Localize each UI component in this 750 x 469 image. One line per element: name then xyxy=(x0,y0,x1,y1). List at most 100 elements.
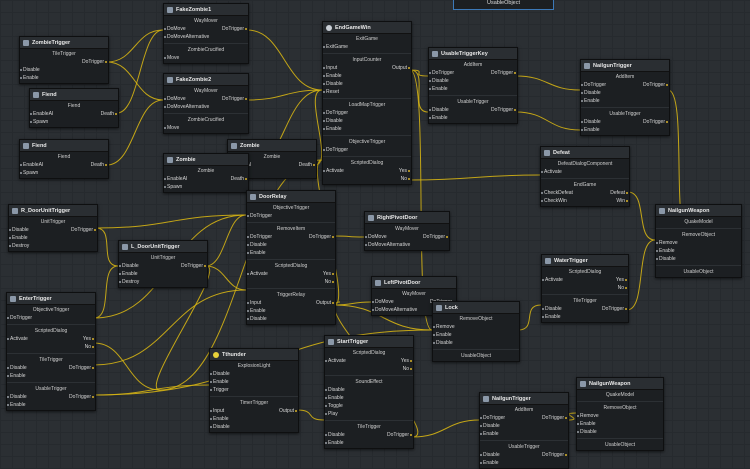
input-port[interactable]: Activate xyxy=(323,168,344,174)
input-port[interactable]: Enable xyxy=(323,126,342,132)
input-port[interactable]: Trigger xyxy=(210,387,229,393)
output-port[interactable]: DoTrigger xyxy=(308,234,335,240)
node-header[interactable]: NailgunTrigger xyxy=(581,60,669,72)
node-header[interactable]: Defeat xyxy=(541,147,629,159)
input-port[interactable]: Toggle xyxy=(325,403,343,409)
input-port[interactable]: Destroy xyxy=(8,243,30,249)
output-port[interactable]: DoTrigger xyxy=(642,82,669,88)
input-port[interactable]: Disable xyxy=(9,227,29,233)
input-port[interactable]: Disable xyxy=(429,107,449,113)
output-port[interactable]: DoTrigger xyxy=(422,234,449,240)
node-header[interactable]: StartTrigger xyxy=(325,336,413,348)
input-port[interactable]: Disable xyxy=(7,365,27,371)
input-port[interactable]: Disable xyxy=(20,67,40,73)
node-header[interactable]: Tthunder xyxy=(210,349,298,361)
input-port[interactable]: Enable xyxy=(247,308,266,314)
input-port[interactable]: Enable xyxy=(433,332,452,338)
input-port[interactable]: Disable xyxy=(429,78,449,84)
input-port[interactable]: Disable xyxy=(7,394,27,400)
input-port[interactable]: DoTrigger xyxy=(246,234,273,240)
output-port[interactable]: Yes xyxy=(82,336,95,342)
input-port[interactable]: Activate xyxy=(542,277,563,283)
input-port[interactable]: DoMoveAlternative xyxy=(163,34,210,40)
output-port[interactable]: Death xyxy=(298,162,316,168)
output-port[interactable]: No xyxy=(324,279,335,285)
input-port[interactable]: DoMove xyxy=(365,234,387,240)
node-header[interactable]: FakeZombie2 xyxy=(164,74,248,86)
input-port[interactable]: Activate xyxy=(247,271,268,277)
node-header[interactable]: UsableTriggerKey xyxy=(429,48,517,60)
input-port[interactable]: DoTrigger xyxy=(322,147,349,153)
input-port[interactable]: Remove xyxy=(577,413,599,419)
input-port[interactable]: Enable xyxy=(210,416,229,422)
input-port[interactable]: Enable xyxy=(7,402,26,408)
node-header[interactable]: LeftPivotDoor xyxy=(372,277,456,289)
output-port[interactable]: Output xyxy=(278,408,298,414)
output-port[interactable]: Death xyxy=(230,176,248,182)
input-port[interactable]: Enable xyxy=(7,373,26,379)
input-port[interactable]: Enable xyxy=(20,75,39,81)
input-port[interactable]: DoMoveAlternative xyxy=(371,307,418,313)
input-port[interactable]: Disable xyxy=(247,316,267,322)
input-port[interactable]: Activate xyxy=(7,336,28,342)
input-port[interactable]: Spawn xyxy=(29,119,49,125)
input-port[interactable]: Enable xyxy=(9,235,28,241)
input-port[interactable]: CheckWin xyxy=(541,198,567,204)
output-port[interactable]: No xyxy=(617,285,628,291)
node-header[interactable]: EnterTrigger xyxy=(7,293,95,305)
input-port[interactable]: Enable xyxy=(577,421,596,427)
output-port[interactable]: DoTrigger xyxy=(180,263,207,269)
input-port[interactable]: EnableAI xyxy=(163,176,188,182)
input-port[interactable]: Enable xyxy=(119,271,138,277)
input-port[interactable]: DoTrigger xyxy=(246,213,273,219)
output-port[interactable]: DoTrigger xyxy=(386,432,413,438)
input-port[interactable]: Disable xyxy=(577,429,597,435)
output-port[interactable]: Yes xyxy=(615,277,628,283)
input-port[interactable]: Activate xyxy=(541,169,562,175)
input-port[interactable]: ExitGame xyxy=(323,44,348,50)
input-port[interactable]: Disable xyxy=(325,432,345,438)
node-header[interactable]: NailgunWeapon xyxy=(577,378,663,390)
input-port[interactable]: EnableAI xyxy=(29,111,54,117)
input-port[interactable]: DoMoveAlternative xyxy=(364,242,411,248)
input-port[interactable]: DoMoveAlternative xyxy=(163,104,210,110)
input-port[interactable]: Enable xyxy=(323,73,342,79)
input-port[interactable]: Enable xyxy=(581,98,600,104)
input-port[interactable]: Remove xyxy=(433,324,455,330)
input-port[interactable]: Enable xyxy=(429,86,448,92)
output-port[interactable]: DoTrigger xyxy=(541,415,568,421)
output-port[interactable]: No xyxy=(84,344,95,350)
node-header[interactable]: Zombie xyxy=(228,140,316,152)
node-header[interactable]: WaterTrigger xyxy=(542,255,628,267)
input-port[interactable]: Enable xyxy=(581,127,600,133)
input-port[interactable]: Input xyxy=(322,65,338,71)
input-port[interactable]: Disable xyxy=(119,263,139,269)
input-port[interactable]: Destroy xyxy=(118,279,140,285)
input-port[interactable]: Disable xyxy=(581,90,601,96)
input-port[interactable]: DoMove xyxy=(164,96,186,102)
input-port[interactable]: Input xyxy=(246,300,262,306)
output-port[interactable]: DoTrigger xyxy=(70,227,97,233)
output-port[interactable]: DoTrigger xyxy=(642,119,669,125)
output-port[interactable]: Defeat xyxy=(610,190,628,196)
output-port[interactable]: DoTrigger xyxy=(490,107,517,113)
input-port[interactable]: DoTrigger xyxy=(6,315,33,321)
output-port[interactable]: DoTrigger xyxy=(221,26,248,32)
input-port[interactable]: DoTrigger xyxy=(322,110,349,116)
input-port[interactable]: Play xyxy=(325,411,338,417)
output-port[interactable]: Win xyxy=(616,198,628,204)
output-port[interactable]: DoTrigger xyxy=(221,96,248,102)
input-port[interactable]: Enable xyxy=(480,460,499,466)
